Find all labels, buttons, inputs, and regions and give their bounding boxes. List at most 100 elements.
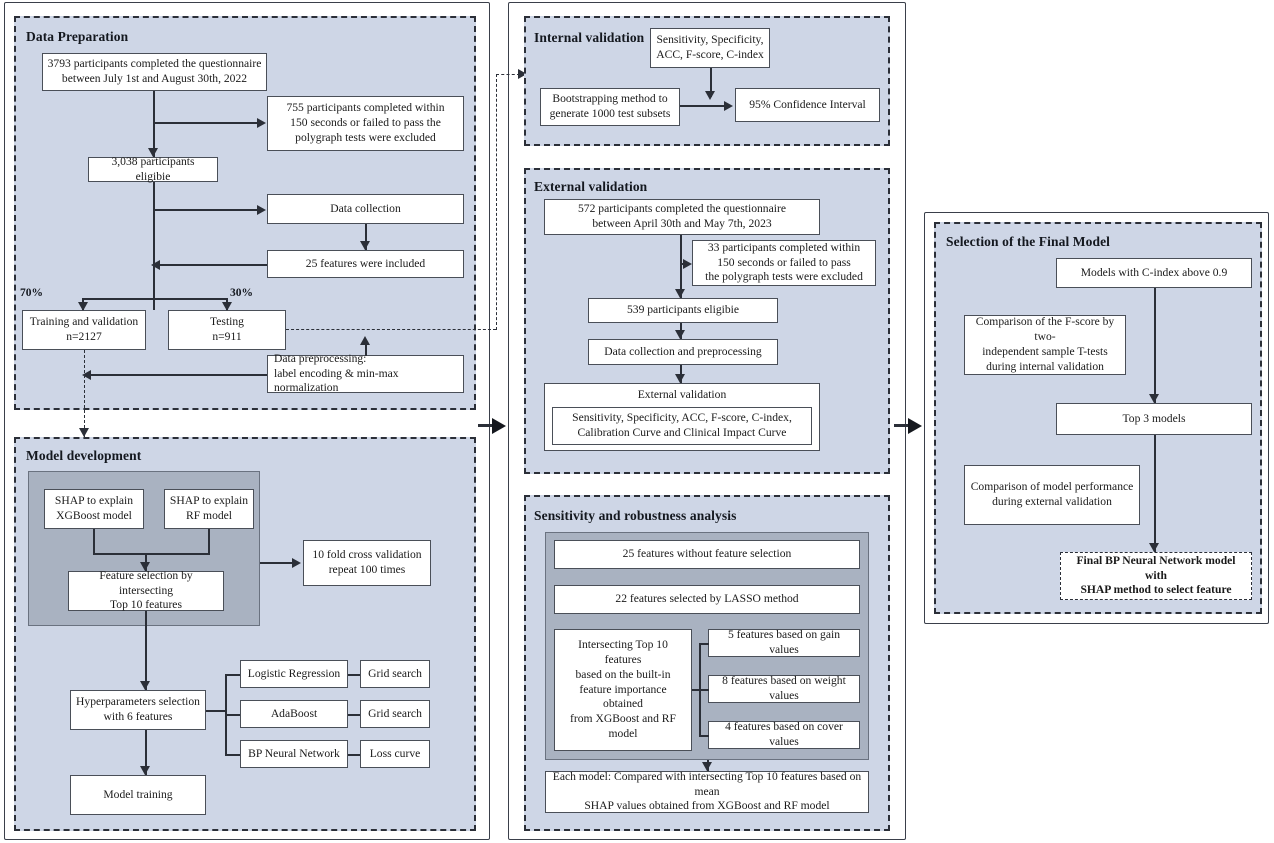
box-ev-metrics: Sensitivity, Specificity, ACC, F-score, …	[552, 407, 812, 445]
conn-dp-to-excluded	[153, 122, 257, 124]
arrowhead-ev-collection	[675, 330, 685, 339]
panel-title-sensitivity-analysis: Sensitivity and robustness analysis	[534, 508, 737, 523]
box-md-cross-validation: 10 fold cross validation repeat 100 time…	[303, 540, 431, 586]
arrowhead-ev-excluded	[683, 259, 692, 269]
box-dp-collection: Data collection	[267, 194, 464, 224]
box-sa-intersect-top10: Intersecting Top 10 features based on th…	[554, 629, 692, 751]
arrowhead-iv-metrics	[705, 91, 715, 100]
arrowhead-fm-top3	[1149, 394, 1159, 403]
conn-dp-enrolled-down	[153, 91, 155, 157]
box-sa-cover: 4 features based on cover values	[708, 720, 860, 749]
box-ev-excluded: 33 participants completed within 150 sec…	[692, 240, 876, 286]
conn-md-lr-to-grid	[348, 674, 360, 676]
box-sa-25-features: 25 features without feature selection	[554, 540, 860, 569]
box-iv-metrics: Sensitivity, Specificity, ACC, F-score, …	[650, 28, 770, 68]
box-md-shap-rf: SHAP to explain RF model	[164, 489, 254, 529]
box-dp-enrolled: 3793 participants completed the question…	[42, 53, 267, 91]
conn-md-ada-to-grid	[348, 714, 360, 716]
box-md-model-training: Model training	[70, 775, 206, 815]
conn-md-fs-to-hyper	[145, 611, 147, 690]
box-md-loss-curve: Loss curve	[360, 740, 430, 768]
box-md-bp-neural-network: BP Neural Network	[240, 740, 348, 768]
box-fm-cindex: Models with C-index above 0.9	[1056, 258, 1252, 288]
box-md-feature-selection: Feature selection by intersecting Top 10…	[68, 569, 224, 611]
conn-dp-split-bar	[82, 298, 227, 300]
panel-title-final-model: Selection of the Final Model	[946, 234, 1111, 249]
box-md-logistic-regression: Logistic Regression	[240, 660, 348, 688]
arrowhead-iv-ci	[724, 101, 733, 111]
conn-dp-collection-to-features	[365, 224, 367, 250]
conn-dp-eligible-down	[153, 182, 155, 310]
arrowhead-dp-features	[360, 241, 370, 250]
conn-md-hyper-to-training	[145, 730, 147, 775]
box-dp-excluded: 755 participants completed within 150 se…	[267, 96, 464, 151]
conn-md-to-lr	[225, 674, 240, 676]
arrowhead-dp-test	[222, 302, 232, 311]
conn-md-to-ada	[225, 714, 240, 716]
arrowhead-model-dev	[79, 428, 89, 437]
conn-md-shap-join	[93, 553, 210, 555]
arrowhead-md-feature-selection	[140, 562, 150, 571]
box-md-adaboost: AdaBoost	[240, 700, 348, 728]
box-sa-gain: 5 features based on gain values	[708, 628, 860, 657]
arrowhead-md-cv	[292, 558, 301, 568]
arrowhead-internal-validation	[518, 69, 527, 79]
box-md-grid-search-1: Grid search	[360, 660, 430, 688]
conn-md-to-bpnn	[225, 754, 240, 756]
label-split-30: 30%	[230, 287, 253, 299]
conn-md-bpnn-to-loss	[348, 754, 360, 756]
box-dp-eligible: 3,038 participants eligibie	[88, 155, 218, 183]
arrowhead-col2-to-col3	[908, 418, 922, 434]
conn-col1-to-col2	[478, 424, 496, 427]
box-fm-top3: Top 3 models	[1056, 403, 1252, 435]
arrowhead-fm-final	[1149, 543, 1159, 552]
panel-title-data-preparation: Data Preparation	[26, 29, 129, 44]
conn-iv-bootstrap-to-ci	[680, 105, 725, 107]
arrowhead-dp-eligible	[148, 148, 158, 157]
arrowhead-dp-features-back	[151, 260, 160, 270]
arrowhead-sa-each-model	[702, 762, 712, 771]
box-fm-final-model: Final BP Neural Network model with SHAP …	[1060, 552, 1252, 600]
conn-test-to-iv	[496, 74, 520, 75]
box-sa-weight: 8 features based on weight values	[708, 674, 860, 703]
box-fm-performance: Comparison of model performance during e…	[964, 465, 1140, 525]
box-md-hyperparameters: Hyperparameters selection with 6 feature…	[70, 690, 206, 730]
arrowhead-dp-preprocess-up	[360, 336, 370, 345]
conn-train-to-model-dev	[84, 350, 85, 438]
panel-title-external-validation: External validation	[534, 179, 648, 194]
arrowhead-md-hyper	[140, 681, 150, 690]
arrowhead-ev-eligible	[675, 289, 685, 298]
box-dp-test: Testing n=911	[168, 310, 286, 350]
conn-iv-metrics-down	[710, 68, 712, 97]
panel-title-internal-validation: Internal validation	[534, 30, 645, 45]
arrowhead-ev-extval	[675, 374, 685, 383]
conn-md-rf-down	[208, 529, 210, 554]
conn-dp-to-collection	[153, 209, 257, 211]
box-iv-confidence-interval: 95% Confidence Interval	[735, 88, 880, 122]
conn-sa-to-cover	[699, 735, 709, 737]
arrowhead-dp-collection	[257, 205, 266, 215]
arrowhead-dp-train	[78, 302, 88, 311]
conn-col2-to-col3	[894, 424, 912, 427]
box-dp-train: Training and validation n=2127	[22, 310, 146, 350]
conn-dp-preprocess-up	[365, 345, 367, 356]
conn-sa-to-gain	[699, 643, 709, 645]
arrowhead-dp-excluded	[257, 118, 266, 128]
conn-test-right	[286, 329, 496, 330]
conn-fm-cindex-to-top3	[1154, 288, 1156, 403]
box-sa-22-features: 22 features selected by LASSO method	[554, 585, 860, 614]
panel-title-model-development: Model development	[26, 448, 142, 463]
box-sa-each-model: Each model: Compared with intersecting T…	[545, 770, 869, 813]
conn-md-to-cv	[260, 562, 293, 564]
conn-dp-preprocess-left	[91, 374, 267, 376]
box-md-grid-search-2: Grid search	[360, 700, 430, 728]
conn-test-up	[496, 74, 497, 330]
conn-dp-features-back	[160, 264, 267, 266]
box-dp-features: 25 features were included	[267, 250, 464, 278]
box-ev-eligible: 539 participants eligibie	[588, 298, 778, 323]
label-ev-external-validation: External validation	[637, 388, 727, 401]
box-fm-fscore: Comparison of the F-score by two- indepe…	[964, 315, 1126, 375]
box-iv-bootstrap: Bootstrapping method to generate 1000 te…	[540, 88, 680, 126]
box-md-shap-xgboost: SHAP to explain XGBoost model	[44, 489, 144, 529]
